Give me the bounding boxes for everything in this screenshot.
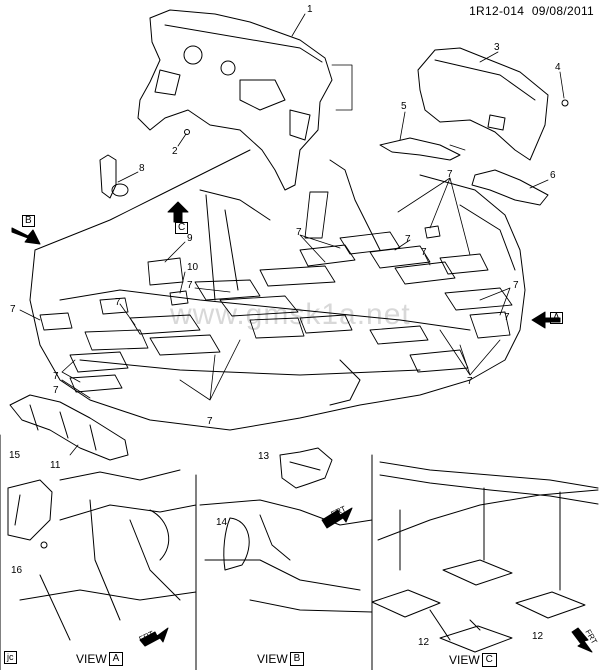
- view-marker-c: C: [175, 222, 189, 234]
- callout-12: 12: [418, 637, 430, 648]
- dash-insulator-drawing: [137, 9, 333, 191]
- direction-arrows: [11, 201, 593, 653]
- view-c-label: VIEW C: [449, 653, 497, 667]
- callout-13: 13: [258, 451, 270, 462]
- view-b-drawing: [199, 447, 373, 613]
- vehicle-body-drawing: [29, 149, 526, 431]
- callout-8: 8: [139, 163, 145, 174]
- view-b-label: VIEW B: [257, 652, 305, 666]
- callout-1: 1: [307, 4, 313, 15]
- leader-lines: [19, 13, 565, 456]
- view-a-label: VIEW A: [76, 652, 124, 666]
- view-letter: C: [481, 653, 497, 667]
- callout-4: 4: [555, 62, 561, 73]
- view-label-text: VIEW: [257, 652, 288, 666]
- callout-7: 7: [467, 376, 473, 387]
- callout-16: 16: [11, 565, 23, 576]
- callout-7: 7: [405, 234, 411, 245]
- view-label-text: VIEW: [76, 652, 107, 666]
- callout-7: 7: [513, 280, 519, 291]
- callout-2: 2: [172, 146, 178, 157]
- callout-7: 7: [53, 371, 59, 382]
- callout-10: 10: [187, 262, 199, 273]
- part-8-drawing: [99, 154, 129, 199]
- callout-15: 15: [9, 450, 21, 461]
- insulator-pads-drawing: [39, 191, 513, 393]
- view-marker-b: B: [22, 215, 35, 227]
- view-dividers: [0, 434, 373, 670]
- callout-6: 6: [550, 170, 556, 181]
- view-letter: B: [289, 652, 305, 666]
- callout-7: 7: [296, 227, 302, 238]
- callout-7: 7: [115, 297, 121, 308]
- diagram-date: 09/08/2011: [531, 4, 594, 18]
- part-5-drawing: [379, 137, 461, 161]
- callout-7: 7: [207, 416, 213, 427]
- callout-5: 5: [401, 101, 407, 112]
- cowl-insulator-drawing: [417, 47, 549, 161]
- callout-12: 12: [532, 631, 544, 642]
- callout-7: 7: [10, 304, 16, 315]
- diagram-header: 1R12-014 09/08/2011: [465, 4, 594, 18]
- callout-9: 9: [187, 233, 193, 244]
- fastener-2-drawing: [184, 129, 190, 135]
- callout-7: 7: [447, 169, 453, 180]
- fastener-4-drawing: [561, 99, 569, 107]
- view-label-text: VIEW: [449, 653, 480, 667]
- view-c-drawing: [371, 461, 599, 653]
- watermark: www.gmsk1a.net: [170, 298, 411, 331]
- view-marker-a: A: [550, 312, 563, 324]
- view-letter: A: [108, 652, 124, 666]
- corner-tag: jc: [4, 651, 17, 664]
- callout-14: 14: [216, 517, 228, 528]
- diagram-id: 1R12-014: [469, 4, 525, 18]
- callout-7: 7: [504, 312, 510, 323]
- callout-3: 3: [494, 42, 500, 53]
- callout-7: 7: [187, 280, 193, 291]
- part-11-drawing: [9, 394, 129, 461]
- view-a-drawing: [7, 469, 197, 641]
- callout-7: 7: [421, 247, 427, 258]
- callout-11: 11: [50, 460, 61, 471]
- part-6-drawing: [471, 169, 549, 206]
- callout-7: 7: [53, 385, 59, 396]
